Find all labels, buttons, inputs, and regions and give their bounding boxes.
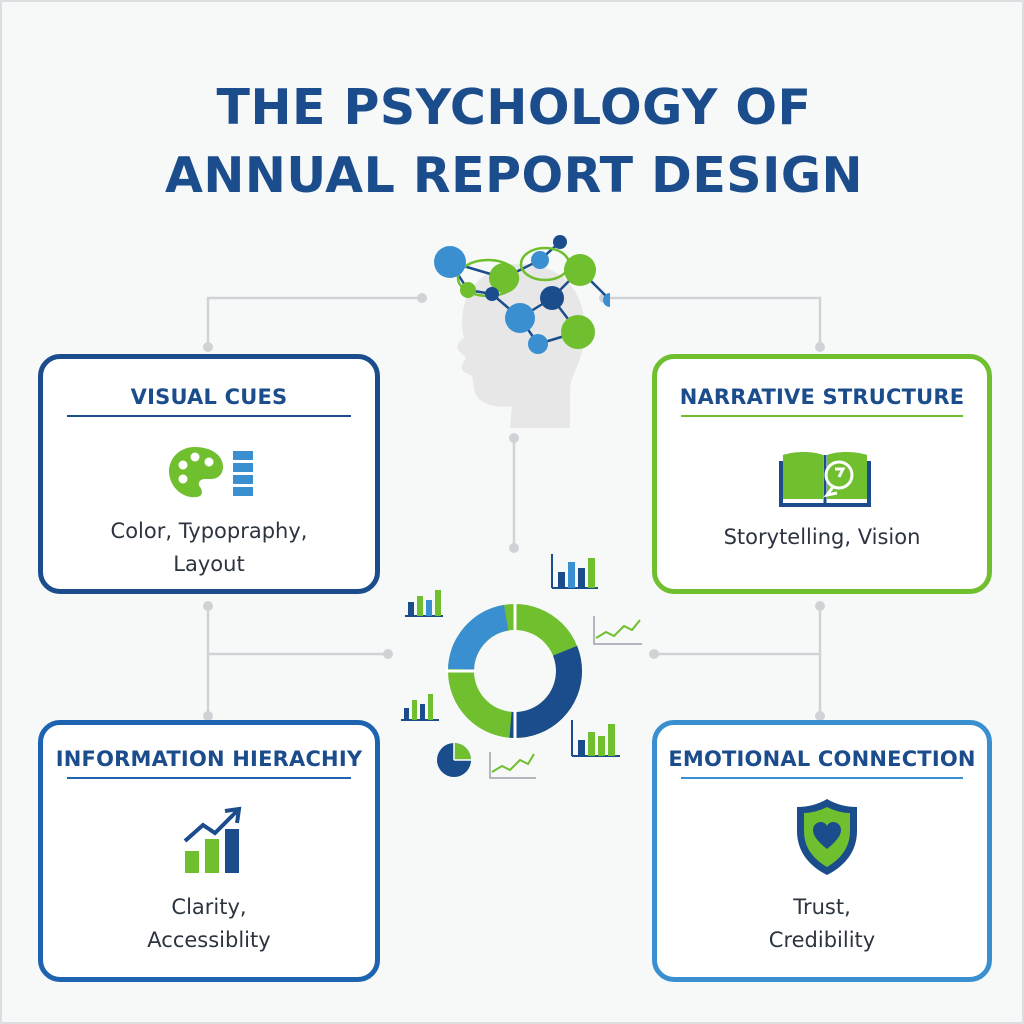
narrative-structure-description: Storytelling, Vision [657,521,987,554]
connector-head-to-narrative [604,296,822,347]
book-icon [779,452,871,507]
heart-shield-icon [797,799,857,875]
title-line-1: THE PSYCHOLOGY OF [216,79,812,136]
emotional-connection-description: Trust, Credibility [657,891,987,957]
bar-chart-icon [401,694,439,721]
information-hierarchy-divider [67,777,351,779]
donut-chart-icon [446,602,582,740]
information-hierarchy-card: INFORMATION HIERACHIY Clarity, Accessibl… [38,720,380,982]
emotional-connection-title: EMOTIONAL CONNECTION [668,747,976,771]
pie-chart-icon [437,743,471,777]
emotional-connection-desc-line-2: Credibility [768,928,876,952]
information-hierarchy-desc-line-1: Clarity, [171,895,247,919]
narrative-structure-card: NARRATIVE STRUCTURE Storytelling, Vision [652,354,992,594]
bar-chart-icon [405,590,443,617]
narrative-structure-divider [681,415,963,417]
bar-chart-icon [571,720,620,757]
visual-cues-desc-line-1: Color, Typopraphy, [110,519,308,543]
line-chart-icon [593,616,642,645]
information-hierarchy-desc-line-2: Accessiblity [147,928,271,952]
title-line-2: ANNUAL REPORT DESIGN [164,147,864,204]
narrative-structure-title: NARRATIVE STRUCTURE [679,385,965,409]
visual-cues-desc-line-2: Layout [173,552,245,576]
line-chart-icon [489,752,536,779]
information-hierarchy-description: Clarity, Accessiblity [43,891,375,957]
page-title: THE PSYCHOLOGY OF ANNUAL REPORT DESIGN [2,74,1024,210]
visual-cues-title: VISUAL CUES [130,385,288,409]
visual-cues-description: Color, Typopraphy, Layout [43,515,375,581]
connector-head-to-visual-cues [206,296,422,347]
growth-chart-icon [183,806,242,873]
narrative-structure-desc-line-1: Storytelling, Vision [723,525,921,549]
visual-cues-card: VISUAL CUES Color, Typopraphy, Layout [38,354,380,594]
brain-network-head-icon [434,235,610,428]
visual-cues-divider [67,415,351,417]
emotional-connection-card: EMOTIONAL CONNECTION Trust, Credibility [652,720,992,982]
emotional-connection-divider [681,777,963,779]
emotional-connection-desc-line-1: Trust, [793,895,851,919]
information-hierarchy-title: INFORMATION HIERACHIY [55,747,363,771]
bar-chart-icon [551,554,598,589]
palette-icon [169,447,253,498]
